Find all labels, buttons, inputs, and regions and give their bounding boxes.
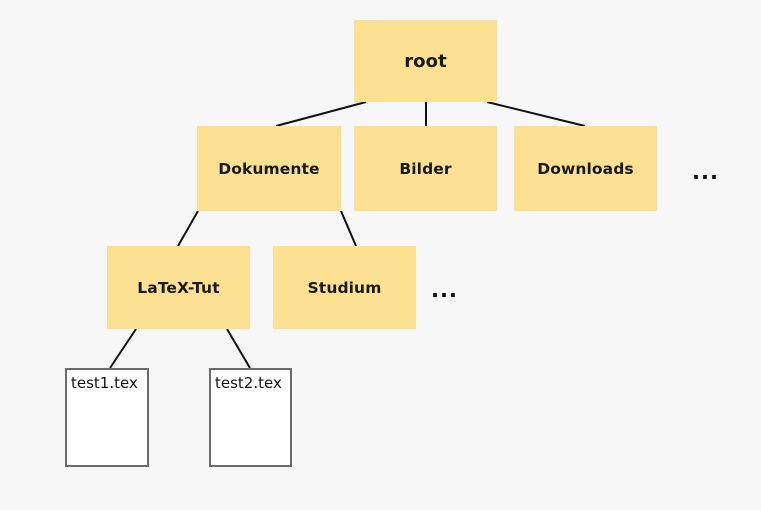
node-root[interactable]: root xyxy=(354,20,497,102)
node-downloads[interactable]: Downloads xyxy=(514,126,657,211)
node-dokumente[interactable]: Dokumente xyxy=(197,126,341,211)
edge-latex-tut-test2 xyxy=(226,328,251,369)
edge-dokumente-latex-tut xyxy=(177,210,199,247)
ellipsis-level2: ... xyxy=(431,278,458,302)
node-test1-tex[interactable]: test1.tex xyxy=(65,368,149,467)
node-bilder-label: Bilder xyxy=(399,159,452,178)
node-root-label: root xyxy=(404,50,447,72)
node-studium[interactable]: Studium xyxy=(273,246,416,329)
node-test2-tex-label: test2.tex xyxy=(215,374,282,392)
node-latex-tut[interactable]: LaTeX-Tut xyxy=(107,246,250,329)
edge-latex-tut-test1 xyxy=(109,328,137,369)
node-bilder[interactable]: Bilder xyxy=(354,126,497,211)
edge-root-downloads xyxy=(486,101,586,127)
ellipsis-level1: ... xyxy=(692,160,719,184)
node-downloads-label: Downloads xyxy=(537,159,634,178)
edge-root-dokumente xyxy=(275,101,367,127)
node-latex-tut-label: LaTeX-Tut xyxy=(137,278,220,297)
node-test1-tex-label: test1.tex xyxy=(71,374,138,392)
node-dokumente-label: Dokumente xyxy=(218,159,320,178)
node-test2-tex[interactable]: test2.tex xyxy=(209,368,292,467)
edge-dokumente-studium xyxy=(340,210,357,247)
node-studium-label: Studium xyxy=(307,278,382,297)
